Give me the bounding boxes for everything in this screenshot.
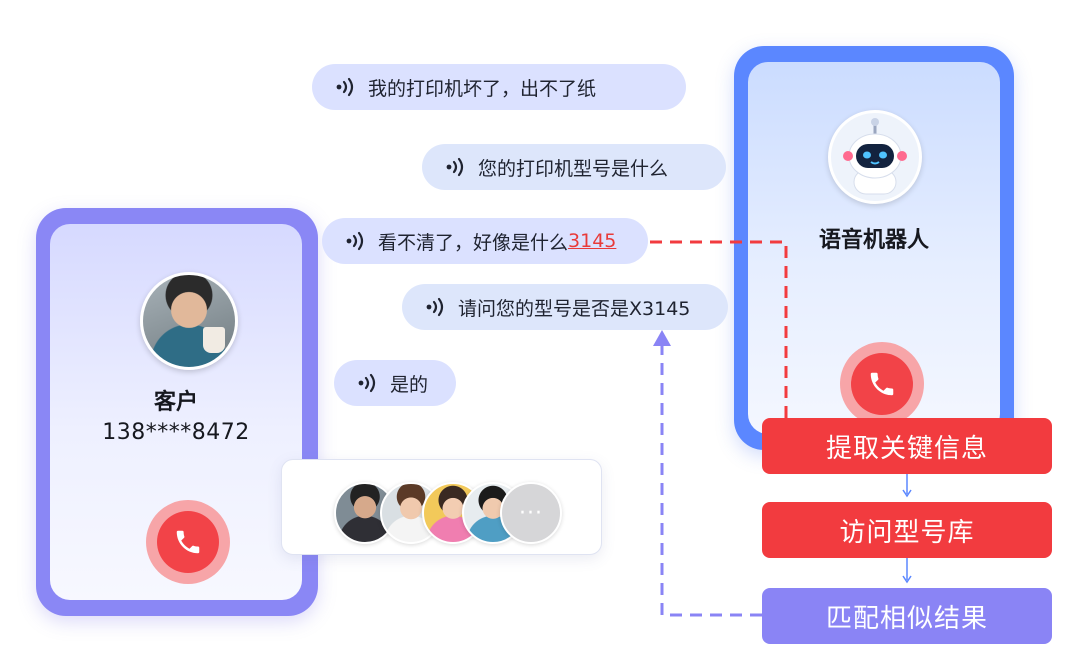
- phone-icon: [176, 530, 200, 554]
- chat-text: 您的打印机型号是什么: [478, 157, 669, 180]
- robot-name: 语音机器人: [818, 228, 929, 253]
- chat-bubble-customer: 我的打印机坏了，出不了纸: [312, 64, 686, 110]
- chat-text: 我的打印机坏了，出不了纸: [368, 77, 597, 100]
- more-avatars-button[interactable]: ···: [500, 482, 562, 544]
- red-dashed-connector: [650, 240, 788, 418]
- customer-name: 客户: [153, 390, 198, 415]
- chat-bubble-robot: 请问您的型号是否是X3145: [402, 284, 728, 330]
- chat-bubble-customer: 是的: [334, 360, 456, 406]
- purple-dashed-connector: [660, 340, 762, 617]
- robot-call-button[interactable]: [840, 342, 924, 426]
- customer-card: 客户 138****8472: [36, 208, 318, 616]
- flow-arrow-1: [902, 489, 912, 498]
- highlighted-model-number: 3145: [568, 230, 617, 252]
- chat-text: 看不清了，好像是什么: [378, 231, 569, 254]
- robot-icon: [843, 118, 907, 195]
- chat-bubble-robot: 您的打印机型号是什么: [422, 144, 726, 190]
- customer-avatar: [140, 272, 238, 370]
- voice-icon: [426, 297, 444, 317]
- voice-icon: [346, 231, 364, 251]
- purple-arrowhead: [653, 330, 671, 346]
- phone-icon: [870, 372, 894, 396]
- process-step-match-results: 匹配相似结果: [762, 588, 1052, 644]
- robot-card: 语音机器人: [734, 46, 1014, 450]
- avatar-group-card: ···: [281, 459, 602, 555]
- robot-avatar: [828, 110, 922, 204]
- process-step-model-library: 访问型号库: [762, 502, 1052, 558]
- chat-text: 是的: [390, 373, 429, 396]
- customer-phone: 138****8472: [102, 420, 250, 445]
- process-step-extract: 提取关键信息: [762, 418, 1052, 474]
- voice-icon: [446, 157, 464, 177]
- flow-arrow-2: [902, 575, 912, 584]
- customer-card-inner: 客户 138****8472: [50, 224, 302, 600]
- voice-icon: [336, 77, 354, 97]
- voice-icon: [358, 373, 376, 393]
- robot-card-inner: 语音机器人: [748, 62, 1000, 434]
- chat-text: 请问您的型号是否是X3145: [458, 297, 691, 320]
- customer-call-button[interactable]: [146, 500, 230, 584]
